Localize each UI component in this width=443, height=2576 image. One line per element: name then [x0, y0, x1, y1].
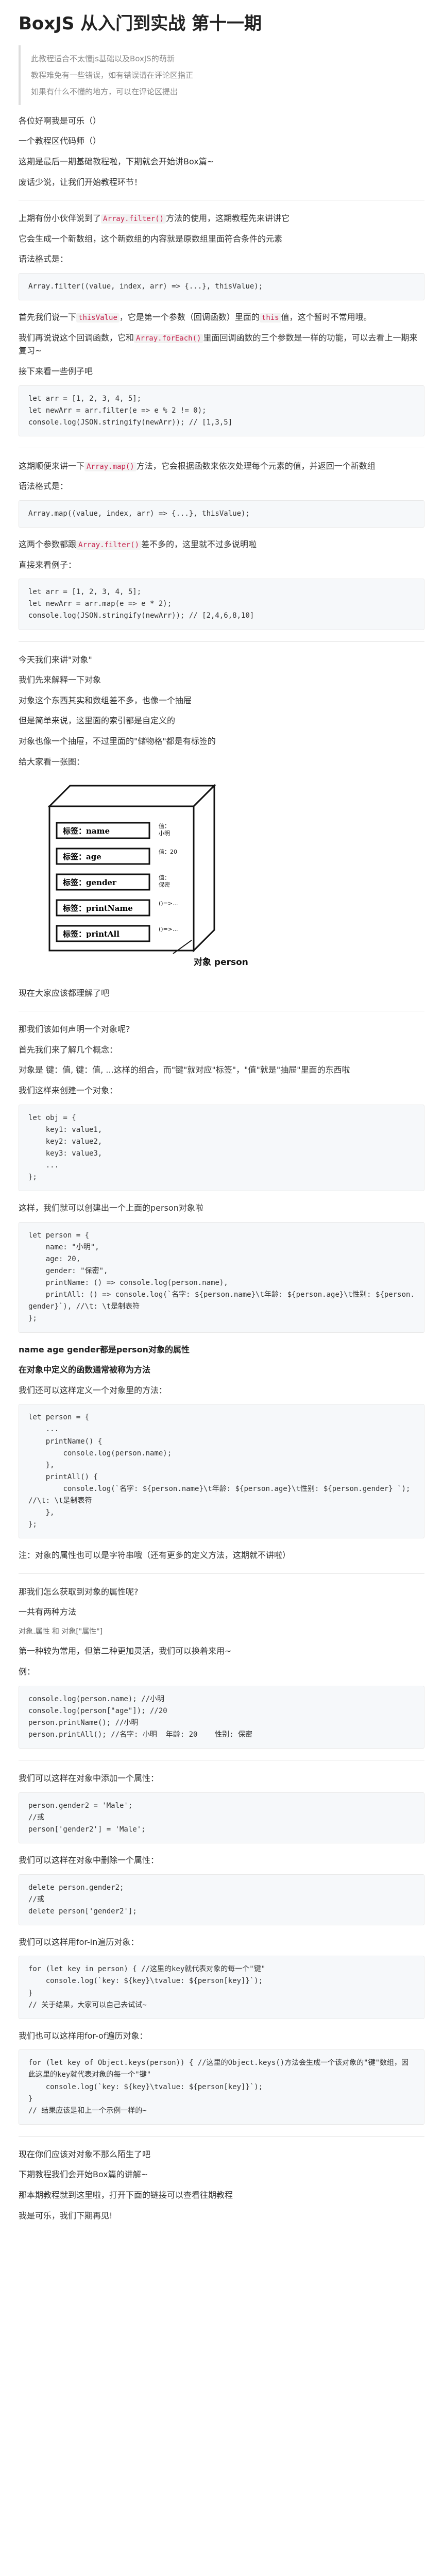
- object-line: 今天我们来讲"对象": [19, 654, 92, 665]
- divider: [19, 1573, 424, 1574]
- filter-example-intro: 接下来看一些例子吧: [19, 366, 93, 376]
- syntax-label: 语法格式是：: [19, 254, 69, 264]
- cabinet-side: [193, 784, 215, 953]
- access-line: 对象.属性 和 对象["属性"]: [19, 1628, 103, 1636]
- filter-desc: 它会生成一个新数组，这个新数组的内容就是原数组里面符合条件的元素: [19, 233, 283, 244]
- code-block: for (let key in person) { //这里的key就代表对象的…: [19, 1956, 424, 2019]
- object-note: 注：对象的属性也可以是字符串哦（还有更多的定义方法，这期就不讲啦）: [19, 1550, 291, 1561]
- object-highlight: name age gender都是person对象的属性: [19, 1344, 190, 1354]
- drawer-label: 标签：name: [62, 826, 110, 836]
- code-block: let person = { ... printName() { console…: [19, 1404, 424, 1539]
- caption-pointer: [173, 940, 192, 954]
- code-block: delete person.gender2; //或 delete person…: [19, 1874, 424, 1925]
- article: BoxJS 从入门到实战 第十一期 此教程适合不太懂js基础以及BoxJS的萌新…: [19, 13, 424, 2221]
- intro-line: 一个教程区代码师（）: [19, 136, 101, 146]
- quote-line: 此教程适合不太懂js基础以及BoxJS的萌新: [31, 54, 175, 63]
- drawer-label: 标签：gender: [62, 878, 117, 887]
- drawer-label: 标签：age: [62, 852, 101, 861]
- object-line: 我们还可以这样定义一个对象里的方法：: [19, 1385, 167, 1395]
- drawer-box: [56, 925, 150, 942]
- object-line: 对象也像一个抽屉，不过里面的"储物格"都是有标签的: [19, 736, 216, 746]
- access-line: 我们可以这样在对象中删除一个属性：: [19, 1855, 159, 1865]
- diagram-caption: 对象 person: [194, 957, 248, 968]
- quote-line: 如果有什么不懂的地方，可以在评论区提出: [31, 87, 178, 96]
- object-line: 我们先来解释一下对象: [19, 675, 101, 685]
- drawer-value: ()=>...: [159, 926, 178, 933]
- cabinet-top: [47, 785, 216, 807]
- code-block: Array.map((value, index, arr) => {...}, …: [19, 500, 424, 528]
- map-example-intro: 直接来看例子：: [19, 560, 77, 570]
- drawer-label: 标签：printAll: [62, 929, 120, 939]
- code-block: let arr = [1, 2, 3, 4, 5]; let newArr = …: [19, 385, 424, 436]
- drawer-box: [56, 873, 150, 891]
- object-line: 这样，我们就可以创建出一个上面的person对象啦: [19, 1203, 203, 1213]
- drawer-illustration: 标签：name值：小明标签：age值：20标签：gender值：保密标签：pri…: [47, 784, 248, 968]
- code-block: for (let key of Object.keys(person)) { /…: [19, 2049, 424, 2125]
- outro-line: 我是可乐，我们下期再见!: [19, 2210, 113, 2221]
- object-line: 对象这个东西其实和数组差不多，也像一个抽屉: [19, 695, 192, 705]
- syntax-label: 语法格式是：: [19, 481, 69, 492]
- code-block: let person = { name: "小明", age: 20, gend…: [19, 1222, 424, 1333]
- object-line: 我们这样来创建一个对象：: [19, 1086, 118, 1096]
- access-line: 那我们怎么获取到对象的属性呢?: [19, 1586, 139, 1597]
- outro-line: 那本期教程就到这里啦，打开下面的链接可以查看往期教程: [19, 2190, 233, 2200]
- divider: [19, 641, 424, 642]
- intro-line: 各位好啊我是可乐（）: [19, 115, 101, 126]
- access-line: 例：: [19, 1667, 36, 1677]
- quote-line: 教程难免有一些错误，如有错误请在评论区指正: [31, 70, 194, 80]
- drawer-value: 值：20: [159, 849, 177, 855]
- intro-quote: 此教程适合不太懂js基础以及BoxJS的萌新 教程难免有一些错误，如有错误请在评…: [19, 45, 424, 105]
- outro-line: 现在你们应该对对象不那么陌生了吧: [19, 2149, 151, 2159]
- intro-line: 废话少说，让我们开始教程环节！: [19, 177, 143, 187]
- drawer-box: [56, 822, 150, 839]
- object-line: 现在大家应该都理解了吧: [19, 988, 110, 998]
- drawer-label: 标签：printName: [62, 904, 133, 913]
- code-block: let arr = [1, 2, 3, 4, 5]; let newArr = …: [19, 579, 424, 630]
- access-line: 我们可以这样用for-in遍历对象：: [19, 1937, 139, 1947]
- object-line: 给大家看一张图：: [19, 756, 85, 767]
- outro-line: 下期教程我们会开始Box篇的讲解~: [19, 2170, 148, 2180]
- object-line: 那我们该如何声明一个对象呢?: [19, 1024, 130, 1035]
- drawer-value: 值：: [159, 823, 170, 829]
- drawer-value: 值：: [159, 874, 170, 881]
- code-block: person.gender2 = 'Male'; //或 person['gen…: [19, 1792, 424, 1843]
- drawer-box: [56, 848, 150, 865]
- drawer-value: 保密: [159, 881, 170, 888]
- object-line: 对象是 键：值, 键：值, ...这样的组合，而"键"就对应"标签"，"值"就是…: [19, 1065, 350, 1075]
- drawer-value: ()=>...: [159, 900, 178, 907]
- object-line: 但是简单来说，这里面的索引都是自定义的: [19, 716, 176, 726]
- access-line: 第一种较为常用，但第二种更加灵活，我们可以换着来用~: [19, 1646, 232, 1656]
- object-highlight: 在对象中定义的函数通常被称为方法: [19, 1365, 151, 1375]
- object-line: 首先我们来了解几个概念：: [19, 1044, 118, 1055]
- access-line: 我们也可以这样用for-of遍历对象：: [19, 2030, 148, 2041]
- drawer-value: 小明: [159, 830, 170, 837]
- code-block: Array.filter((value, index, arr) => {...…: [19, 273, 424, 301]
- code-block: let obj = { key1: value1, key2: value2, …: [19, 1104, 424, 1192]
- article-title: BoxJS 从入门到实战 第十一期: [19, 13, 262, 34]
- divider: [19, 2136, 424, 2137]
- intro-line: 这期是最后一期基础教程啦，下期就会开始讲Box篇~: [19, 157, 214, 167]
- access-line: 我们可以这样在对象中添加一个属性：: [19, 1773, 159, 1784]
- access-line: 一共有两种方法: [19, 1607, 77, 1617]
- drawer-box: [56, 899, 150, 917]
- code-block: console.log(person.name); //小明 console.l…: [19, 1685, 424, 1749]
